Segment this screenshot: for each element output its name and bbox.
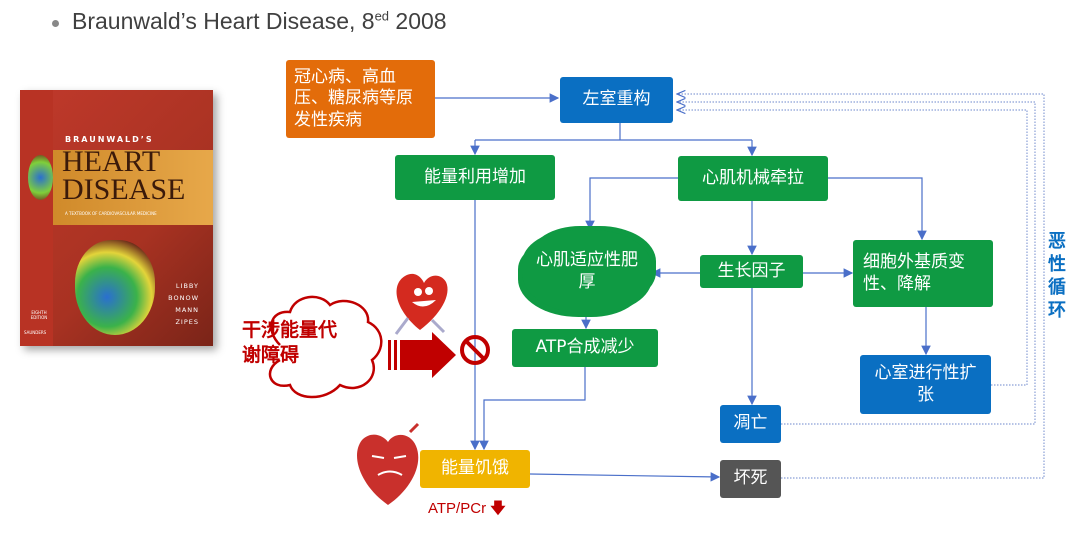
node-atp-synthesis-decrease: ATP合成减少	[512, 329, 658, 367]
book-edition: EIGHTH EDITION	[30, 310, 48, 320]
book-series: BRAUNWALD’S	[65, 135, 154, 144]
no-entry-icon	[460, 335, 490, 365]
node-apoptosis: 凋亡	[720, 405, 781, 443]
node-ecm-degeneration: 细胞外基质变性、降解	[853, 240, 993, 307]
slide-title: Braunwald’s Heart Disease, 8ed 2008	[72, 8, 447, 34]
intervention-label: 干涉能量代谢障碍	[242, 319, 338, 366]
node-progressive-dilation: 心室进行性扩张	[860, 355, 991, 414]
vicious-cycle-label: 恶性循环	[1048, 231, 1066, 321]
red-arrow	[388, 332, 456, 378]
node-adaptive-hypertrophy: 心肌适应性肥厚	[522, 230, 652, 313]
heart-image	[75, 240, 155, 335]
thought-cloud	[268, 295, 383, 399]
book-publisher: SAUNDERS	[24, 330, 47, 335]
node-primary-disease: 冠心病、高血压、糖尿病等原发性疾病	[286, 60, 435, 138]
node-necrosis: 坏死	[720, 460, 781, 498]
tired-heart-icon	[357, 422, 420, 505]
running-heart-icon	[394, 273, 448, 335]
atp-pcr-label: ATP/PCr 🡇	[428, 500, 506, 517]
node-growth-factor: 生长因子	[700, 255, 803, 288]
node-lv-remodeling: 左室重构	[560, 77, 673, 123]
arrow-down-icon: 🡇	[490, 500, 506, 517]
node-energy-use-increase: 能量利用增加	[395, 155, 555, 200]
node-energy-starvation: 能量饥饿	[420, 450, 530, 488]
node-mechanical-stretch: 心肌机械牵拉	[678, 156, 828, 201]
bullet	[52, 20, 59, 27]
book-subtitle: A TEXTBOOK OF CARDIOVASCULAR MEDICINE	[65, 211, 157, 216]
